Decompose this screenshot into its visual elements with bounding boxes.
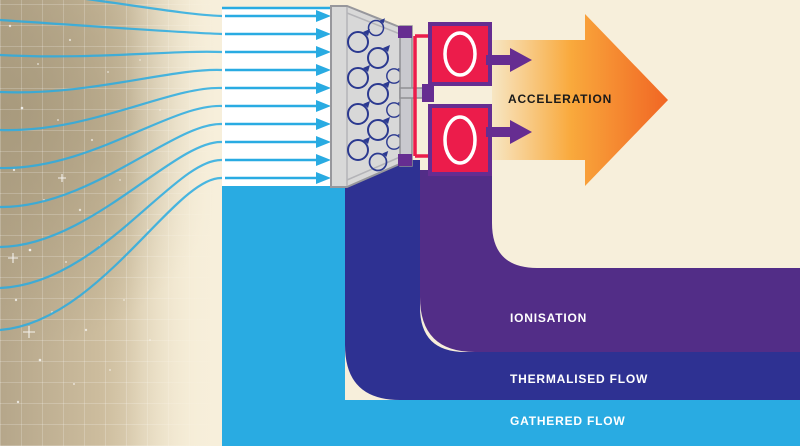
intake-arrow-shafts: [225, 14, 317, 180]
acceleration-label: ACCELERATION: [508, 92, 613, 106]
stars: [8, 24, 161, 404]
ionisation-label: IONISATION: [510, 311, 588, 325]
chamber-connector-top: [398, 26, 412, 38]
intake-duct-background: [222, 8, 332, 186]
space-background: [0, 0, 226, 446]
chamber-connector-bottom: [398, 154, 412, 166]
thermalised-flow-label: THERMALISED FLOW: [510, 372, 649, 386]
coil-winding-bottom: [443, 115, 477, 165]
intake-streamlines: [0, 0, 224, 332]
gathered-flow-label: GATHERED FLOW: [510, 414, 626, 428]
exhaust-arrow-top: [486, 48, 532, 72]
acceleration-arrow: [492, 14, 668, 186]
sparkle-icon: [8, 174, 66, 338]
chamber-rod-tip: [422, 84, 434, 102]
ionisation-band: [420, 170, 800, 352]
coil-core-top: [432, 26, 488, 82]
intake-arrow-heads: [316, 10, 331, 184]
gathered-flow-band: [222, 185, 800, 446]
coil-winding-top: [443, 31, 477, 77]
exhaust-arrow-bottom: [486, 120, 532, 144]
